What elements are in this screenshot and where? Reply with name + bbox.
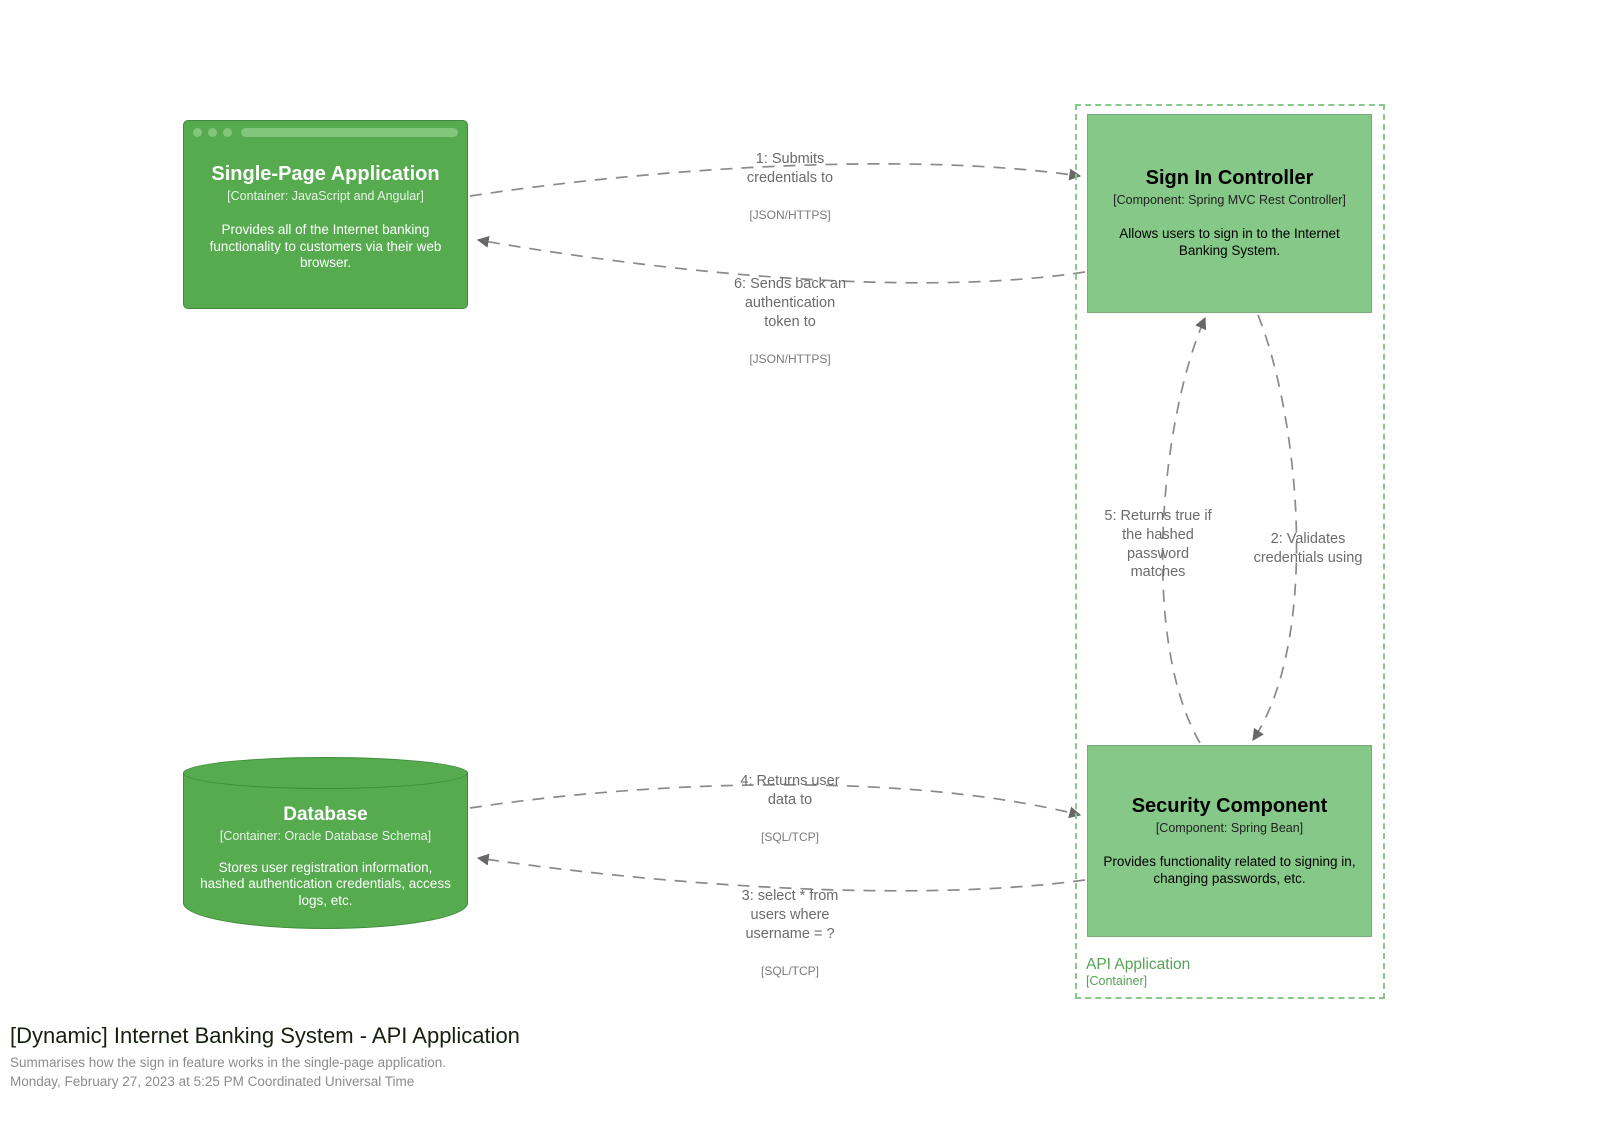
node-title: Database — [283, 803, 368, 825]
node-security-component[interactable]: Security Component [Component: Spring Be… — [1087, 745, 1372, 937]
api-application-boundary — [1075, 104, 1385, 999]
boundary-type: [Container] — [1086, 974, 1148, 989]
browser-dot-icon — [193, 127, 202, 137]
node-title: Single-Page Application — [211, 162, 440, 185]
diagram-subtitle: Summarises how the sign in feature works… — [10, 1054, 446, 1070]
browser-address-bar-icon — [241, 127, 458, 137]
database-text: Database [Container: Oracle Database Sch… — [183, 787, 468, 927]
node-title: Security Component — [1131, 794, 1328, 817]
relationship-text: 4: Returns user data to — [740, 773, 840, 809]
api-application-boundary-label: API Application [Container] — [1086, 955, 1190, 990]
node-single-page-application[interactable]: Single-Page Application [Container: Java… — [183, 120, 468, 309]
browser-dot-icon — [223, 127, 232, 137]
relationship-label-3: 3: select * from users where username = … — [686, 867, 894, 999]
relationship-technology: [JSON/HTTPS] — [749, 351, 831, 366]
diagram-footer: [Dynamic] Internet Banking System - API … — [10, 1022, 910, 1092]
diagram-title: [Dynamic] Internet Banking System - API … — [10, 1023, 520, 1048]
node-technology: [Component: Spring Bean] — [1155, 820, 1304, 835]
cylinder-top-ellipse — [183, 757, 468, 789]
node-sign-in-controller[interactable]: Sign In Controller [Component: Spring MV… — [1087, 114, 1372, 313]
boundary-name: API Application — [1086, 956, 1191, 973]
relationship-text: 5: Returns true if the hashed password m… — [1104, 508, 1212, 581]
relationship-text: 3: select * from users where username = … — [741, 888, 839, 942]
node-description: Allows users to sign in to the Internet … — [1119, 226, 1340, 258]
relationship-label-2: 2: Validates credentials using — [1228, 510, 1388, 609]
browser-dot-icon — [208, 127, 217, 137]
node-description: Provides functionality related to signin… — [1103, 853, 1356, 886]
relationship-technology: [SQL/TCP] — [760, 830, 819, 845]
node-description: Stores user registration information, ha… — [200, 859, 451, 909]
node-technology: [Container: JavaScript and Angular] — [227, 188, 424, 203]
browser-chrome — [184, 121, 467, 143]
node-database[interactable]: Database [Container: Oracle Database Sch… — [183, 757, 468, 929]
node-title: Sign In Controller — [1145, 167, 1314, 190]
relationship-label-5: 5: Returns true if the hashed password m… — [1078, 487, 1238, 623]
node-technology: [Component: Spring MVC Rest Controller] — [1113, 193, 1346, 208]
cylinder-body — [183, 773, 468, 929]
relationship-text: 1: Submits credentials to — [746, 151, 834, 187]
node-technology: [Container: Oracle Database Schema] — [219, 828, 432, 843]
relationship-text: 6: Sends back an authentication token to — [733, 276, 847, 330]
relationship-label-4: 4: Returns user data to [SQL/TCP] — [686, 752, 894, 866]
node-description: Provides all of the Internet banking fun… — [209, 221, 442, 271]
browser-viewport: Single-Page Application [Container: Java… — [192, 143, 459, 300]
relationship-technology: [JSON/HTTPS] — [749, 208, 831, 223]
diagram-timestamp: Monday, February 27, 2023 at 5:25 PM Coo… — [10, 1074, 415, 1090]
relationship-text: 2: Validates credentials using — [1253, 531, 1363, 567]
relationship-technology: [SQL/TCP] — [760, 963, 819, 978]
relationship-label-1: 1: Submits credentials to [JSON/HTTPS] — [686, 130, 894, 244]
relationship-label-6: 6: Sends back an authentication token to… — [686, 255, 894, 387]
